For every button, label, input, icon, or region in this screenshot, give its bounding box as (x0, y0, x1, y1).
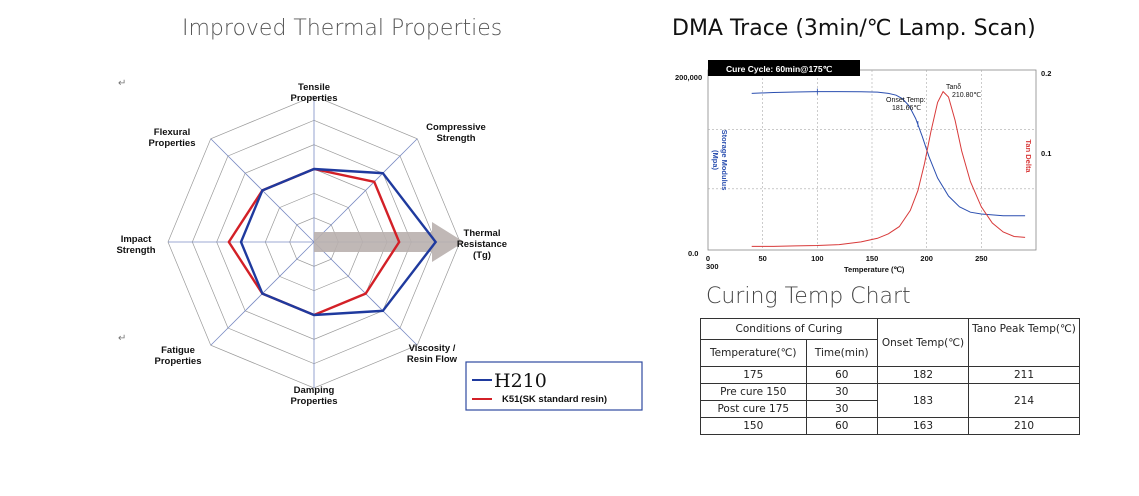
table-cell: Post cure 175 (700, 400, 807, 418)
left-title: Improved Thermal Properties (182, 16, 503, 41)
dma-grid (708, 70, 1036, 250)
legend-label-h210: H210 (494, 370, 547, 392)
table-cell: 60 (805, 366, 879, 384)
left-tick-top: 200,000 (675, 73, 702, 82)
table-row: 175 60 182 211 (700, 366, 1080, 384)
left-tick-bottom: 0.0 (688, 249, 698, 258)
table-cell: Temperature(℃) (700, 339, 807, 367)
cure-banner-text: Cure Cycle: 60min@175℃ (726, 64, 833, 74)
radar-series (227, 167, 438, 317)
dma-curves (751, 88, 1026, 247)
radar-series-h210 (239, 167, 438, 317)
dma-x-tick: 0 (706, 254, 710, 263)
dma-x-ticks: 0 50 100 150 200 250 (706, 254, 988, 263)
table-cell: 30 (805, 400, 879, 418)
table-cell: Time(min) (805, 339, 879, 367)
table-cell: Conditions of Curing (700, 318, 878, 340)
table-cell: 175 (700, 366, 807, 384)
return-mark: ↵ (118, 333, 127, 344)
right-tick-mid: 0.1 (1041, 149, 1051, 158)
table-cell: 210 (968, 417, 1080, 435)
return-mark: ↵ (118, 78, 127, 89)
tan-delta-label: Tan Delta (1024, 139, 1033, 173)
dma-x-tick: 100 (811, 254, 824, 263)
dma-x-label: Temperature (℃) (844, 265, 905, 274)
legend-label-k51: K51(SK standard resin) (502, 394, 607, 405)
table-cell: 163 (877, 417, 969, 435)
dma-x-tick: 150 (866, 254, 879, 263)
table-row: Conditions of Curing Onset Temp(℃) Tano … (700, 318, 1080, 367)
table-cell: Onset Temp(℃) (877, 318, 969, 367)
dma-x-tick: 50 (758, 254, 766, 263)
table-cell: 182 (877, 366, 969, 384)
dma-annotation: Onset Temp:181.66℃ (886, 97, 926, 112)
curing-table: Conditions of Curing Onset Temp(℃) Tano … (700, 318, 1080, 435)
right-tick-top: 0.2 (1041, 69, 1051, 78)
x-extra-tick: 300 (706, 262, 719, 271)
table-row: Pre cure 150 30 183 214 (700, 383, 1080, 418)
table-cell: 60 (805, 417, 879, 435)
tan-delta-curve (751, 90, 1026, 247)
storage-modulus-text: Storage Modulus(Mpa) (711, 130, 729, 191)
storage-modulus-curve (751, 91, 1026, 217)
radar-axis-label: Viscosity /Resin Flow (407, 343, 458, 365)
dma-x-tick: 250 (975, 254, 988, 263)
dma-x-tick: 200 (920, 254, 933, 263)
table-cell: 183 (877, 383, 969, 418)
table-cell: 150 (700, 417, 807, 435)
legend-box (465, 361, 643, 411)
table-cell: 214 (968, 383, 1080, 418)
curing-title: Curing Temp Chart (706, 284, 911, 309)
radar-spoke (313, 138, 418, 243)
table-row: 150 60 163 210 (700, 417, 1080, 435)
table-cell: Pre cure 150 (700, 383, 807, 401)
table-cell: 211 (968, 366, 1080, 384)
table-row: Post cure 175 30 (700, 400, 1080, 418)
table-cell: 30 (805, 383, 879, 401)
cure-banner (708, 60, 860, 76)
right-title: DMA Trace (3min/℃ Lamp. Scan) (672, 16, 1036, 41)
table-row: Temperature(℃) Time(min) (700, 339, 1080, 367)
dma-chart: Cure Cycle: 60min@175℃ 200,000 0.0 0.2 0… (675, 60, 1051, 274)
table-cell: Tano Peak Temp(℃) (968, 318, 1080, 367)
storage-modulus-label: Storage Modulus(Mpa) (711, 130, 729, 191)
tan-delta-text: Tan Delta (1024, 139, 1033, 173)
